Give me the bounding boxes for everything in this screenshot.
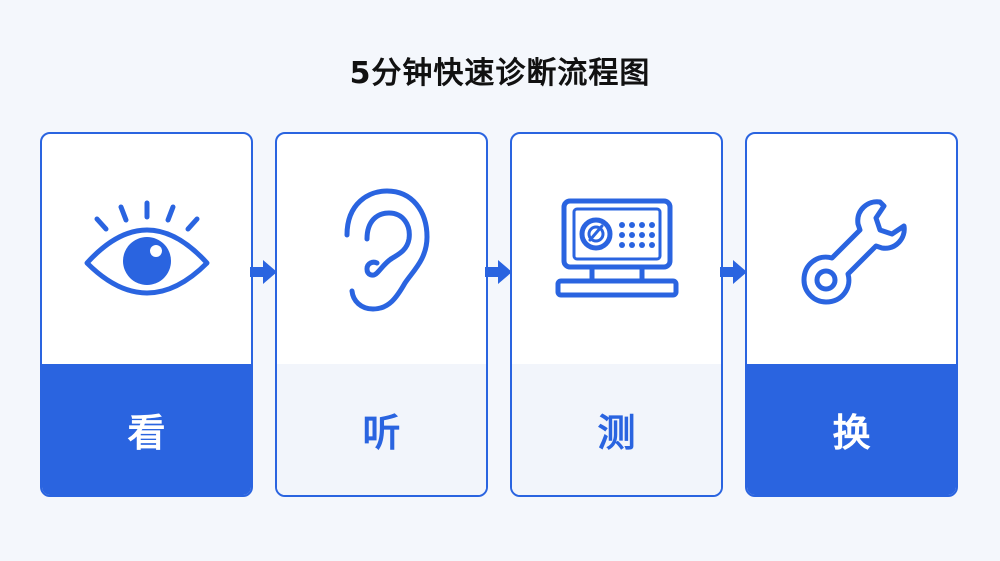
step-card-listen: 听 [275,132,488,497]
step-card-test: 测 [510,132,723,497]
page-title: 5分钟快速诊断流程图 [349,56,651,91]
arrow-right-icon [485,260,512,284]
step-label: 换 [832,411,871,455]
step-label: 看 [127,411,166,455]
step-icon-area [512,134,721,366]
step-label-area: 听 [277,364,486,495]
eye-icon [84,200,209,296]
ear-icon [344,188,429,312]
step-card-replace: 换 [745,132,958,497]
step-label-area: 看 [42,364,251,495]
step-icon-area [277,134,486,366]
step-label: 测 [597,411,636,455]
arrow-right-icon [250,260,277,284]
step-card-look: 看 [40,132,253,497]
step-icon-area [747,134,956,366]
arrow-right-icon [720,260,747,284]
diagnostic-monitor-icon [555,198,678,298]
step-label-area: 换 [747,364,956,495]
wrench-icon [801,199,907,305]
step-icon-area [42,134,251,366]
step-label-area: 测 [512,364,721,495]
step-label: 听 [362,411,401,455]
